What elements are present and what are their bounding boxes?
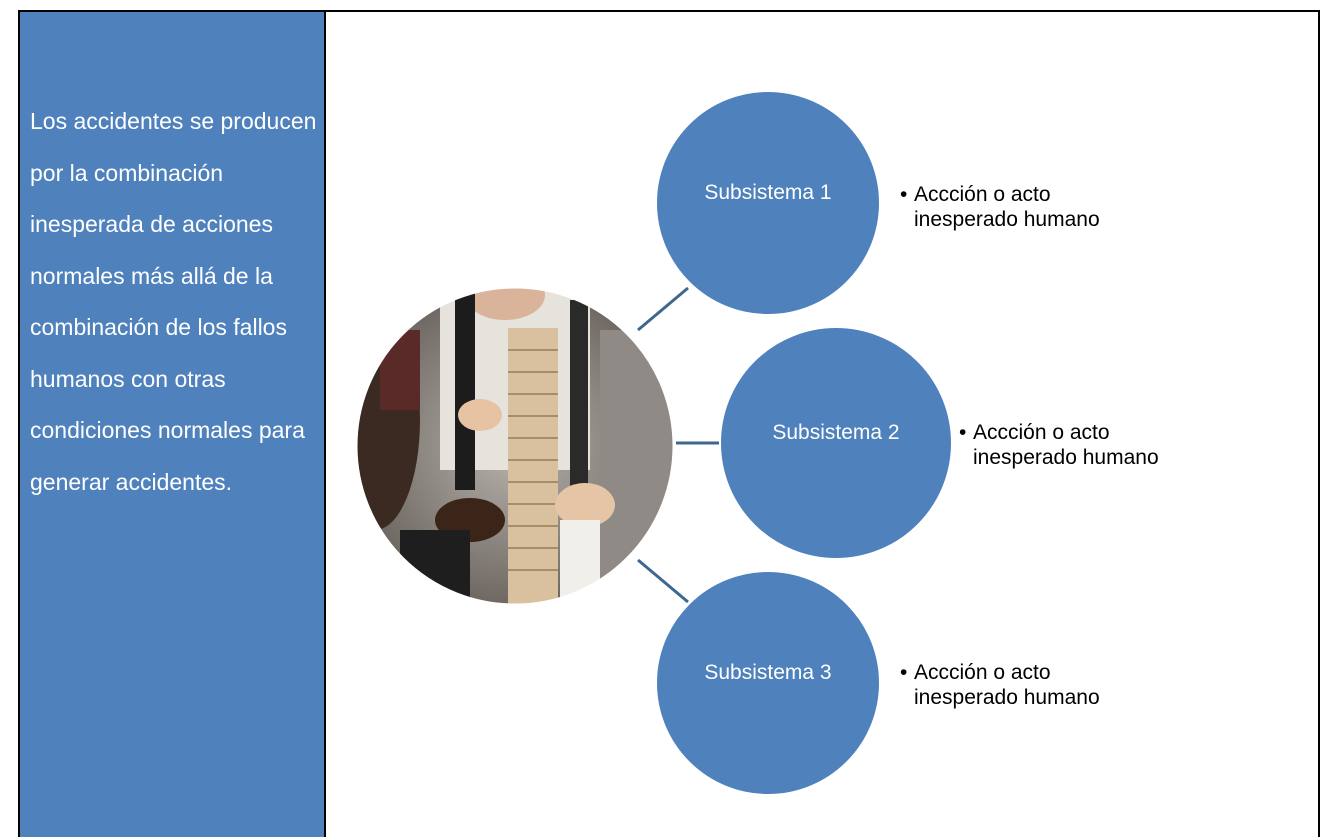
subsystem-1-bullet: • Accción o acto inesperado humano: [900, 182, 1100, 232]
bullet-line-2: inesperado humano: [914, 208, 1100, 231]
subsystem-2-label: Subsistema 2: [772, 421, 900, 444]
bullet-dot-icon: •: [959, 421, 967, 444]
left-text-panel: [19, 11, 325, 837]
outer-border: [18, 10, 1320, 837]
subsystem-1-label: Subsistema 1: [704, 181, 832, 204]
connector-line-3: [637, 558, 689, 604]
bullet-line-2: inesperado humano: [973, 446, 1159, 469]
bullet-dot-icon: •: [900, 183, 908, 206]
connector-line-1: [637, 286, 689, 332]
subsystem-1-circle: [655, 90, 881, 316]
subsystem-3-label: Subsistema 3: [704, 661, 832, 684]
subsystem-2-bullet: • Accción o acto inesperado humano: [959, 420, 1159, 470]
bullet-line-1: Accción o acto: [973, 421, 1110, 444]
panel-divider: [324, 10, 326, 837]
jenga-photo: [357, 288, 673, 604]
bullet-line-1: Accción o acto: [914, 661, 1051, 684]
bullet-line-2: inesperado humano: [914, 686, 1100, 709]
bullet-line-1: Accción o acto: [914, 183, 1051, 206]
left-panel-text: Los accidentes se producen por la combin…: [30, 108, 317, 495]
subsystem-2-circle: [719, 326, 953, 560]
subsystem-3-circle: [655, 570, 881, 796]
bullet-dot-icon: •: [900, 661, 908, 684]
subsystem-3-bullet: • Accción o acto inesperado humano: [900, 660, 1100, 710]
